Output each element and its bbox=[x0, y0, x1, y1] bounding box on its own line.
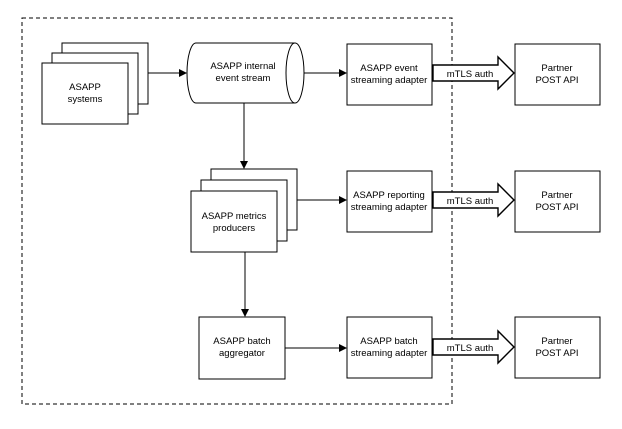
metrics-producers-label-line2: producers bbox=[213, 223, 255, 234]
asapp-systems-node: ASAPP systems bbox=[41, 42, 149, 125]
partner-api-node-3: Partner POST API bbox=[514, 316, 601, 379]
metrics-producers-label-line1: ASAPP metrics bbox=[202, 211, 267, 222]
asapp-systems-label-line2: systems bbox=[68, 94, 103, 105]
batch-aggregator-node: ASAPP batch aggregator bbox=[198, 316, 286, 380]
event-stream-label-line2: event stream bbox=[216, 73, 271, 84]
reporting-adapter-node: ASAPP reporting streaming adapter bbox=[346, 170, 433, 233]
partner-api-1-label-line2: POST API bbox=[535, 75, 578, 86]
mtls-auth-label-2: mTLS auth bbox=[447, 196, 493, 207]
reporting-adapter-label-line2: streaming adapter bbox=[351, 202, 428, 213]
event-adapter-label-line1: ASAPP event bbox=[360, 63, 418, 74]
partner-api-3-label-line1: Partner bbox=[541, 336, 572, 347]
batch-adapter-label-line1: ASAPP batch bbox=[360, 336, 417, 347]
asapp-boundary bbox=[21, 17, 453, 405]
partner-api-node-1: Partner POST API bbox=[514, 43, 601, 106]
partner-api-node-2: Partner POST API bbox=[514, 170, 601, 233]
mtls-arrow-2 bbox=[432, 182, 515, 218]
reporting-adapter-label-line1: ASAPP reporting bbox=[353, 190, 425, 201]
event-stream-node: ASAPP internal event stream bbox=[186, 42, 305, 104]
metrics-producers-node: ASAPP metrics producers bbox=[190, 168, 298, 253]
asapp-systems-label-line1: ASAPP bbox=[69, 82, 101, 93]
mtls-auth-label-1: mTLS auth bbox=[447, 69, 493, 80]
mtls-arrow-3 bbox=[432, 329, 515, 365]
partner-api-1-label-line1: Partner bbox=[541, 63, 572, 74]
partner-api-2-label-line2: POST API bbox=[535, 202, 578, 213]
event-stream-label-line1: ASAPP internal bbox=[210, 61, 275, 72]
mtls-auth-label-3: mTLS auth bbox=[447, 343, 493, 354]
mtls-arrow-1 bbox=[432, 55, 515, 91]
batch-adapter-node: ASAPP batch streaming adapter bbox=[346, 316, 433, 379]
batch-aggregator-label-line2: aggregator bbox=[219, 348, 265, 359]
event-adapter-node: ASAPP event streaming adapter bbox=[346, 43, 433, 106]
batch-adapter-label-line2: streaming adapter bbox=[351, 348, 428, 359]
event-adapter-label-line2: streaming adapter bbox=[351, 75, 428, 86]
partner-api-3-label-line2: POST API bbox=[535, 348, 578, 359]
partner-api-2-label-line1: Partner bbox=[541, 190, 572, 201]
batch-aggregator-label-line1: ASAPP batch bbox=[213, 336, 270, 347]
